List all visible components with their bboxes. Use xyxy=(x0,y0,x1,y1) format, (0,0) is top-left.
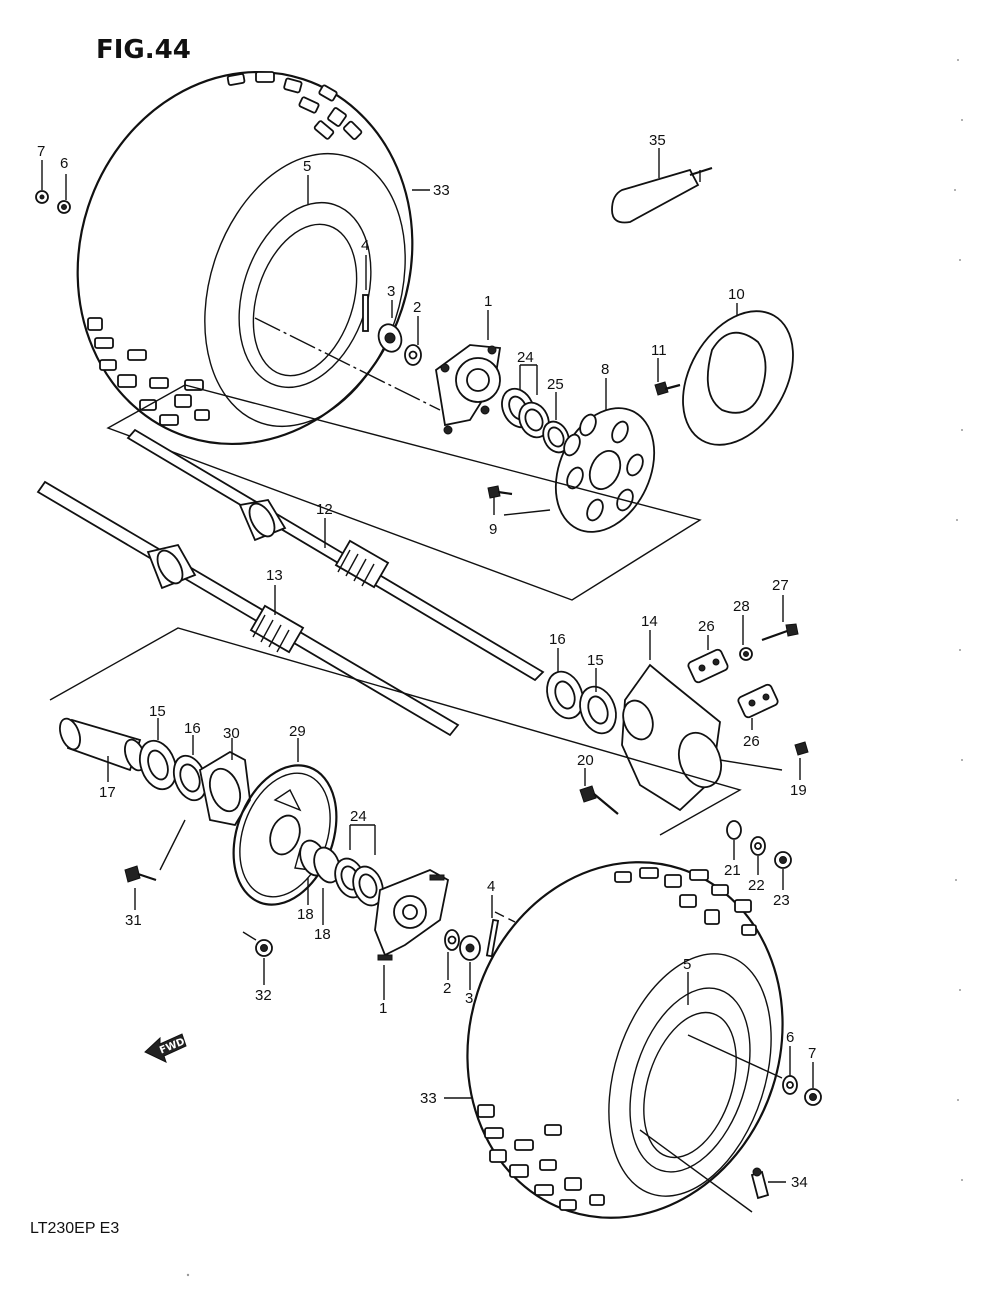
callout-label: 26 xyxy=(698,618,715,635)
callout-label: 13 xyxy=(266,567,283,584)
callout-label: 24 xyxy=(517,349,534,366)
callout-label: 25 xyxy=(547,376,564,393)
lower-left-leaders xyxy=(107,718,493,1000)
callout-label: 1 xyxy=(379,1000,387,1017)
axle-leaders xyxy=(274,518,326,615)
plate-10 xyxy=(682,310,794,446)
callout-label: 32 xyxy=(255,987,272,1004)
callout-label: 7 xyxy=(808,1045,816,1062)
callout-label: 33 xyxy=(433,182,450,199)
housing-leaders xyxy=(557,595,801,890)
upper-hardware xyxy=(35,190,681,499)
callout-label: 22 xyxy=(748,877,765,894)
callout-label: 29 xyxy=(289,723,306,740)
figure-title: FIG.44 xyxy=(96,35,191,65)
callout-label: 20 xyxy=(577,752,594,769)
callout-label: 31 xyxy=(125,912,142,929)
callout-label: 14 xyxy=(641,613,658,630)
callout-label: 5 xyxy=(683,956,691,973)
callout-label: 1 xyxy=(484,293,492,310)
callout-label: 5 xyxy=(303,158,311,175)
upper-tire xyxy=(76,70,414,446)
callout-label: 30 xyxy=(223,725,240,742)
callout-label: 27 xyxy=(772,577,789,594)
callout-label: 16 xyxy=(184,720,201,737)
callout-label: 3 xyxy=(387,283,395,300)
scan-noise xyxy=(186,59,963,1277)
callout-label: 6 xyxy=(60,155,68,172)
callout-label: 12 xyxy=(316,501,333,518)
lower-tire-hardware xyxy=(750,1075,822,1200)
callout-label: 8 xyxy=(601,361,609,378)
tool-35 xyxy=(611,166,713,224)
callout-label: 17 xyxy=(99,784,116,801)
callout-label: 19 xyxy=(790,782,807,799)
disc-8 xyxy=(554,407,656,533)
axle-12 xyxy=(126,428,545,682)
callout-label: 6 xyxy=(786,1029,794,1046)
callout-label: 11 xyxy=(651,342,667,359)
callout-label: 34 xyxy=(791,1174,808,1191)
lower-left-assembly xyxy=(59,717,500,961)
callout-labels: 1 1 2 2 3 3 4 4 5 5 6 6 7 7 8 9 10 11 12… xyxy=(37,132,816,1191)
forward-arrow-icon: FWD xyxy=(144,1033,187,1063)
lower-tire-tread xyxy=(477,867,757,1211)
callout-label: 23 xyxy=(773,892,790,909)
callout-label: 15 xyxy=(149,703,166,720)
lower-tire-leaders xyxy=(444,972,814,1213)
axle-13 xyxy=(36,480,460,737)
callout-label: 16 xyxy=(549,631,566,648)
model-code: LT230EP E3 xyxy=(30,1220,119,1237)
bearing-housing-14 xyxy=(546,623,809,869)
callout-label: 9 xyxy=(489,521,497,538)
callout-label: 28 xyxy=(733,598,750,615)
callout-label: 3 xyxy=(465,990,473,1007)
lower-tire xyxy=(466,861,784,1219)
callout-label: 2 xyxy=(443,980,451,997)
tire-tread xyxy=(87,71,363,426)
callout-label: 26 xyxy=(743,733,760,750)
callout-label: 10 xyxy=(728,286,745,303)
callout-label: 21 xyxy=(724,862,741,879)
callout-label: 33 xyxy=(420,1090,437,1107)
callout-label: 15 xyxy=(587,652,604,669)
callout-label: 18 xyxy=(297,906,314,923)
upper-group-outline xyxy=(106,384,702,601)
lower-group-outline xyxy=(49,627,742,836)
upper-hub xyxy=(435,344,502,435)
callout-label: 24 xyxy=(350,808,367,825)
callout-label: 2 xyxy=(413,299,421,316)
callout-label: 18 xyxy=(314,926,331,943)
callout-label: 4 xyxy=(487,878,495,895)
callout-label: 7 xyxy=(37,143,45,160)
callout-label: 35 xyxy=(649,132,666,149)
callout-label: 4 xyxy=(361,237,369,254)
